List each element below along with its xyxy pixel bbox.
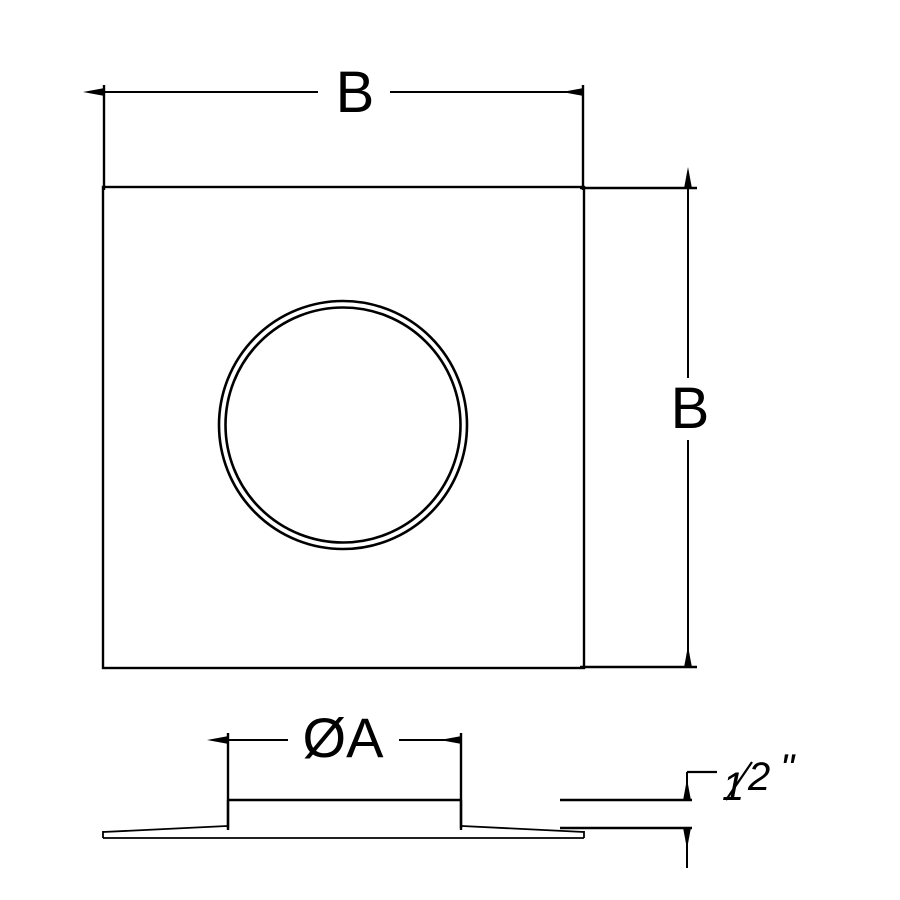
dim-label-width-b: B — [336, 60, 375, 125]
fraction-slash — [725, 761, 753, 801]
side-view-group — [102, 798, 585, 839]
dimension-thickness: 1 2 " — [560, 747, 796, 868]
flange-top-right-taper — [461, 825, 585, 833]
dim-label-diameter-a: ØA — [303, 706, 385, 769]
bore-inner-circle — [224, 306, 462, 544]
fraction-numerator: 1 — [722, 765, 744, 809]
dimension-height-b: B — [580, 167, 710, 669]
flange-top-left-taper — [102, 825, 228, 833]
bore-outer-circle — [217, 299, 469, 551]
thickness-label-group: 1 2 " — [722, 747, 796, 809]
fraction-denominator: 2 — [747, 755, 770, 799]
dimension-diameter-a: ØA — [207, 706, 463, 830]
dim-label-height-b: B — [671, 376, 710, 441]
square-plate-outline — [101, 185, 586, 670]
inch-mark: " — [780, 747, 796, 791]
top-view-group — [101, 185, 586, 670]
dimension-width-b: B — [83, 60, 585, 190]
